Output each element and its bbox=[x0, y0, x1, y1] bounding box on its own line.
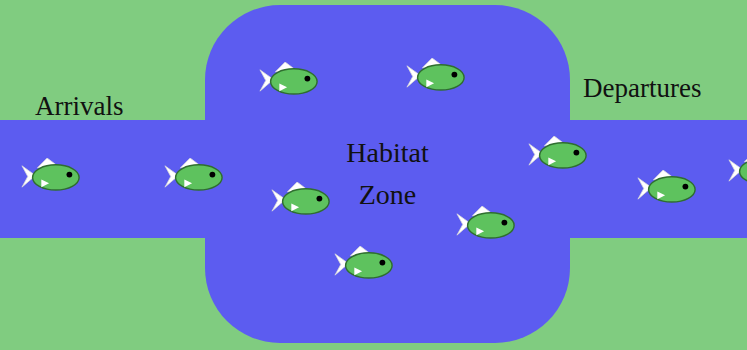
fish bbox=[22, 158, 79, 190]
fish bbox=[335, 246, 392, 278]
pool bbox=[205, 5, 570, 343]
departures-label: Departures bbox=[583, 72, 701, 104]
fish bbox=[529, 136, 586, 168]
fish bbox=[272, 182, 329, 214]
fish bbox=[165, 158, 222, 190]
arrivals-label: Arrivals bbox=[35, 90, 123, 122]
zone-label: Habitat Zone bbox=[332, 132, 444, 216]
fish bbox=[457, 206, 514, 238]
fish bbox=[638, 170, 695, 202]
fish bbox=[729, 152, 747, 184]
fish bbox=[260, 62, 317, 94]
fish bbox=[407, 58, 464, 90]
habitat-zone: Habitat Zone bbox=[205, 5, 570, 343]
